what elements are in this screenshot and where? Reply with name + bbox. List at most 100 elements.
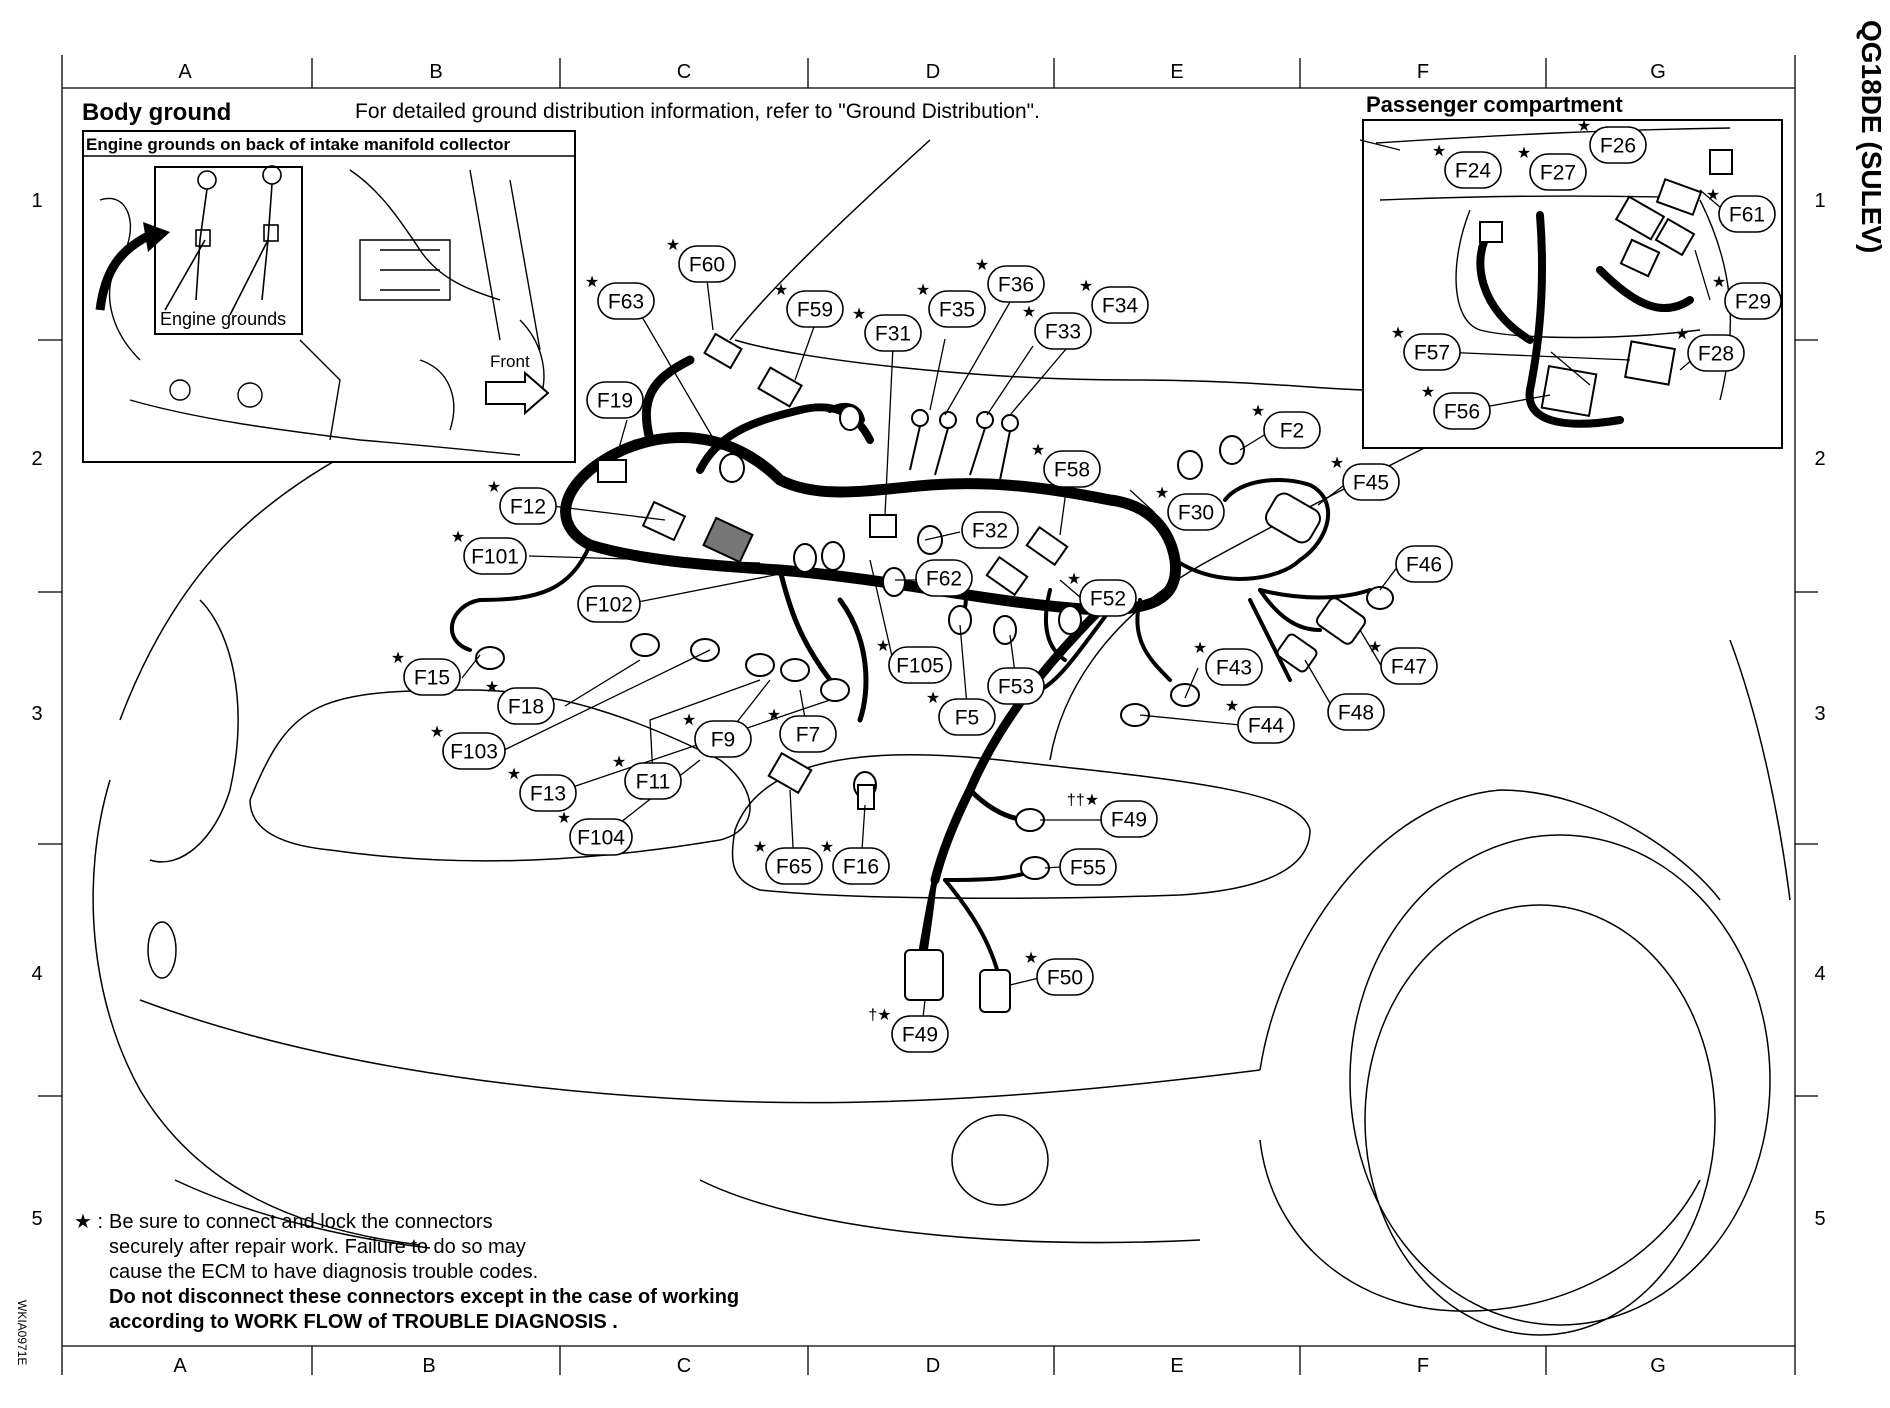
column-label: B [422,1355,435,1377]
connector-f49a: F49††★ [1067,792,1158,838]
connector-bubble [1079,579,1137,617]
connector-id: F59 [797,299,833,322]
column-label: D [926,61,940,83]
ground-leads [909,425,1011,481]
engine-grounds-inset-title: Engine grounds on back of intake manifol… [86,135,510,154]
connector-id: F45 [1353,472,1389,495]
footnote-warning: Do not disconnect these connectors excep… [109,1286,739,1308]
column-label: G [1650,1355,1666,1377]
column-label: C [677,61,691,83]
connector-bubble [1444,151,1502,189]
connector-bubble [786,290,844,328]
connector-id: F30 [1178,502,1214,525]
connector-bubble [597,282,655,320]
connector-bubble [1342,463,1400,501]
connector-f101: F101★ [451,529,527,575]
connector-id: F19 [597,390,633,413]
lock-required-mark: ★ [1421,384,1435,401]
row-label: 4 [1814,963,1825,985]
connector-f9: F9★ [682,712,752,758]
connector-f18: F18★ [485,679,555,725]
column-label: E [1170,61,1183,83]
connector-bubble [1380,647,1438,685]
front-label: Front [490,352,530,371]
connector-bubble [888,646,952,684]
connector-f55: F55 [1059,848,1117,886]
connector-f34: F34★ [1079,278,1149,324]
lock-required-mark: ★ [1079,278,1093,295]
connector-bubble [891,1015,949,1053]
connector-id: F65 [776,856,812,879]
connector-bubble [1433,392,1491,430]
lock-required-mark: ★ [852,306,866,323]
connector-f58: F58★ [1031,442,1101,488]
connector-id: F44 [1248,715,1285,738]
row-label: 2 [1814,448,1825,470]
connector-id: F58 [1054,459,1090,482]
connector-id: F48 [1338,702,1374,725]
row-label: 4 [31,963,42,985]
connector-f7: F7★ [767,707,837,753]
connector-id: F13 [530,783,566,806]
column-label: F [1417,61,1429,83]
connector-f2: F2★ [1251,403,1321,449]
connector-f53: F53 [987,667,1045,705]
footnote-mark: ★ : [74,1211,103,1233]
connector-f49b: F49†★ [868,1007,949,1053]
connector-bubble [403,658,461,696]
body-ground-inset: Body ground For detailed ground distribu… [82,99,1040,463]
connector-id: F52 [1090,588,1126,611]
pointer-arrow [95,230,153,311]
lock-required-mark: ★ [1330,455,1344,472]
connector-f32: F32 [961,511,1019,549]
connector-id: F47 [1391,656,1427,679]
lock-required-mark: †★ [868,1007,891,1024]
footnote-line: securely after repair work. Failure to d… [109,1236,526,1258]
connector-id: F103 [450,741,498,764]
diagram-title: QG18DE (SULEV) [1856,20,1887,253]
lock-required-mark: ★ [926,690,940,707]
passenger-compartment-heading: Passenger compartment [1366,92,1623,117]
lock-required-mark: ★ [585,274,599,291]
connector-bubble [569,818,633,856]
connector-f19: F19 [586,381,644,419]
connector-id: F28 [1698,343,1734,366]
connector-bubble [499,487,557,525]
connector-bubble [1529,153,1587,191]
lock-required-mark: ★ [1577,118,1591,135]
connector-bubble [1205,648,1263,686]
lock-required-mark: ★ [451,529,465,546]
row-label: 5 [31,1208,42,1230]
row-label: 3 [1814,703,1825,725]
row-label: 1 [1814,190,1825,212]
connector-f31: F31★ [852,306,922,352]
connector-id: F50 [1047,967,1083,990]
lock-required-mark: ★ [1022,304,1036,321]
connector-bubble [1043,450,1101,488]
connector-f5: F5★ [926,690,996,736]
connector-bubble [624,762,682,800]
column-label: B [429,61,442,83]
connector-f52: F52★ [1067,571,1137,617]
footnote-line: Be sure to connect and lock the connecto… [109,1211,493,1233]
connector-bubble [987,265,1045,303]
connector-id: F102 [585,594,633,617]
connector-f103: F103★ [430,724,506,770]
lock-required-mark: ††★ [1067,792,1099,809]
connector-f43: F43★ [1193,640,1263,686]
connector-bubble [1100,800,1158,838]
connector-f102: F102 [577,585,641,623]
grid-frame [38,55,1818,1375]
connector-f16: F16★ [820,839,890,885]
column-label: E [1170,1355,1183,1377]
connector-f33: F33★ [1022,304,1092,350]
connector-bubble [694,720,752,758]
connector-bubble [938,698,996,736]
connector-bubble [1724,282,1782,320]
row-labels: 1 2 3 4 5 1 2 3 4 5 [31,190,1825,1230]
connector-bubble [987,667,1045,705]
connector-f45: F45 ★ [1330,455,1400,501]
lock-required-mark: ★ [1225,698,1239,715]
lock-required-mark: ★ [1155,485,1169,502]
connector-f12: F12★ [487,479,557,525]
